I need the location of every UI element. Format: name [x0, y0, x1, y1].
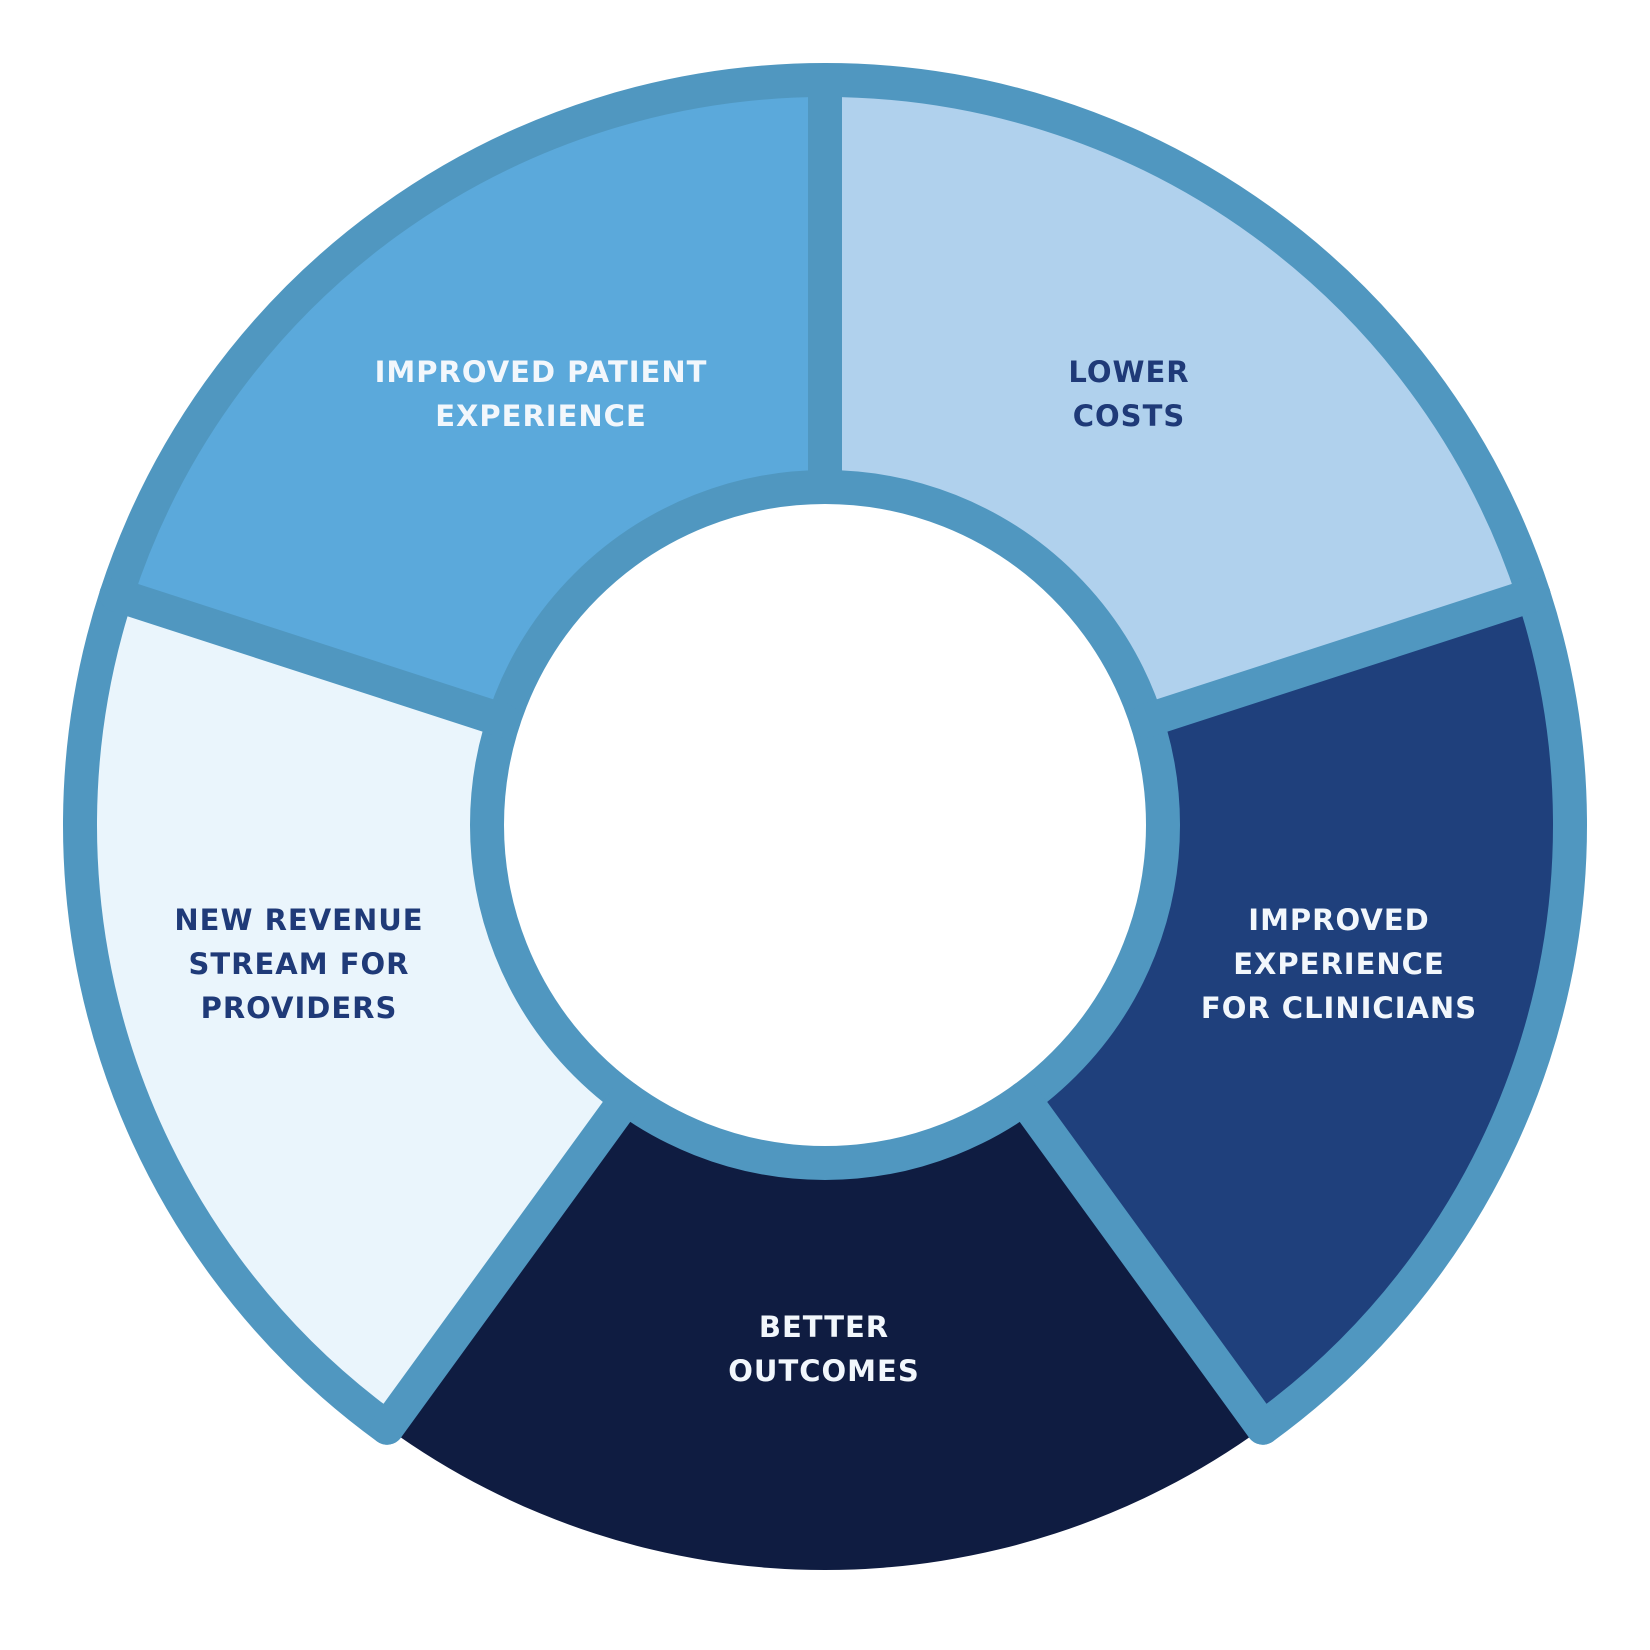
donut-segment: [79, 594, 627, 1428]
segment-label-clinician-experience: IMPROVED EXPERIENCE FOR CLINICIANS: [1201, 898, 1477, 1030]
label-line: IMPROVED: [1248, 903, 1430, 937]
donut-segment: [116, 80, 826, 721]
donut-segment: [387, 1098, 1263, 1571]
label-line: EXPERIENCE: [435, 399, 647, 433]
label-line: EXPERIENCE: [1233, 947, 1445, 981]
label-line: COSTS: [1072, 399, 1186, 433]
segment-outer-border: [99, 63, 842, 612]
segment-divider: [370, 1081, 644, 1445]
segment-label-lower-costs: LOWER COSTS: [1068, 350, 1189, 438]
segment-label-patient-experience: IMPROVED PATIENT EXPERIENCE: [375, 350, 708, 438]
segment-divider: [99, 577, 521, 738]
label-line: LOWER: [1068, 355, 1190, 389]
donut-segment: [825, 80, 1534, 721]
segment-divider: [1129, 577, 1551, 738]
label-line: BETTER: [758, 1310, 890, 1344]
label-line: IMPROVED PATIENT: [374, 355, 708, 389]
label-line: FOR CLINICIANS: [1200, 991, 1478, 1025]
segment-label-better-outcomes: BETTER OUTCOMES: [728, 1305, 919, 1393]
label-line: PROVIDERS: [200, 991, 398, 1025]
label-line: STREAM FOR: [188, 947, 410, 981]
label-line: NEW REVENUE: [174, 903, 424, 937]
segment-divider: [1006, 1081, 1280, 1445]
segment-outer-border: [1245, 577, 1587, 1445]
donut-segment: [1023, 594, 1570, 1428]
segment-label-new-revenue: NEW REVENUE STREAM FOR PROVIDERS: [174, 898, 423, 1030]
label-line: OUTCOMES: [728, 1354, 920, 1388]
donut-hole: [470, 470, 1180, 1180]
segment-outer-border: [808, 63, 1551, 612]
segment-outer-border: [63, 577, 405, 1445]
